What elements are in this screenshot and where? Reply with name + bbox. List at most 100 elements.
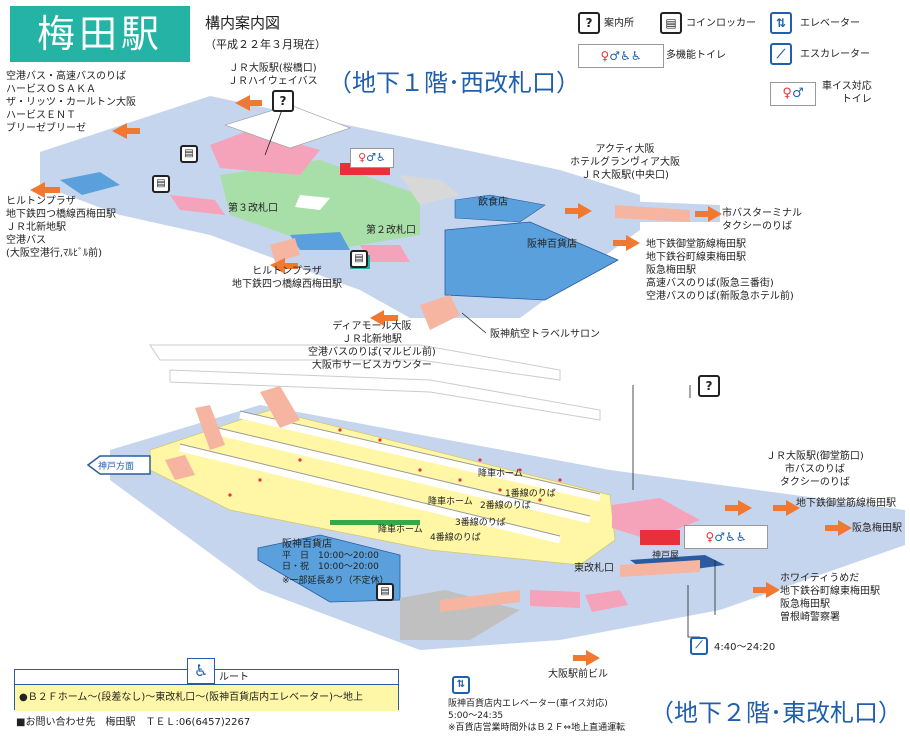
label-gate-3: 第３改札口 (228, 203, 278, 214)
b1-stairs-1 (270, 238, 300, 262)
label-track-3: 3番線のりば (455, 518, 506, 528)
station-title: 梅田駅 (10, 6, 190, 62)
label-hanshin-dept-b1: 阪神百貨店 (527, 239, 577, 250)
label-hanshin-dept-b2: 阪神百貨店 (282, 539, 332, 550)
legend-wheelchair-toilet-label: 車イス対応 トイレ (822, 81, 872, 105)
question-icon: ? (578, 12, 600, 34)
b1-white-block (224, 104, 351, 149)
label-b1-center-low: ヒルトンプラザ 地下鉄四つ橋線西梅田駅 (232, 266, 342, 290)
accessible-route-box: ♿ ルート ●Ｂ２Ｆホーム〜(段差なし)〜東改札口〜(阪神百貨店内エレベーター)… (14, 658, 399, 711)
b1-white-inner (295, 195, 330, 210)
label-b1-left-top: 空港バス・高速バスのりば ハービスＯＳＡＫＡ ザ・リッツ・カールトン大阪 ハービ… (6, 71, 136, 134)
label-platform-1: 降車ホーム (478, 469, 523, 479)
arrow-left-top (112, 123, 140, 139)
b2-shop-pink-2 (585, 590, 628, 612)
map-title: 構内案内図 (205, 14, 281, 32)
label-east-gate: 東改札口 (574, 563, 614, 574)
legend-info-label: 案内所 (604, 18, 634, 29)
label-b2-midosuji: 地下鉄御堂筋線梅田駅 (796, 498, 896, 509)
elevator-icon: ⇅ (770, 12, 792, 34)
label-track-1: 1番線のりば (505, 489, 556, 499)
label-elevator-note: 阪神百貨店内エレベーター(車イス対応) 5:00〜24:35 ※百貨店営業時間外… (448, 699, 626, 733)
label-kobe-direction: 神戸方面 (98, 462, 135, 472)
multifunction-toilet-icon: ♀♂♿♿ (578, 44, 664, 68)
legend-locker-label: コインロッカー (686, 18, 756, 29)
locker-icon: ▤ (376, 583, 394, 601)
b1-jr-shops (210, 130, 320, 175)
legend-multi-toilet-label: 多機能トイレ (666, 50, 726, 61)
b1-arrows (30, 95, 722, 326)
b2-track-edges (179, 410, 601, 537)
label-osaka-bldg: 大阪駅前ビル (548, 669, 608, 680)
b2-track-lines (179, 411, 601, 544)
b1-shop-pink-mid (360, 245, 410, 262)
label-b1-right-bus: 市バスターミナル タクシーのりば (722, 208, 802, 232)
b1-stairs-3 (615, 205, 690, 222)
b1-stairs-2 (420, 295, 460, 330)
b2-red-dots (228, 428, 562, 502)
b2-stairs-1 (195, 405, 225, 450)
b2-street-outline (149, 344, 561, 381)
b1-shop-pink-left (170, 195, 225, 215)
label-b2-hankyu: 阪急梅田駅 (852, 523, 902, 534)
arrow-b2-whity (753, 582, 780, 598)
arrow-b2-midosuji (773, 500, 800, 516)
b1-gray-block (400, 175, 460, 205)
arrow-right-top (565, 203, 592, 219)
wheelchair-icon: ♿ (187, 658, 215, 684)
b2-stairs (165, 386, 700, 612)
arrow-b2-osaka (573, 650, 600, 666)
wheelchair-toilet-icon: ♀♂ (770, 82, 816, 106)
route-header: ♿ ルート (15, 658, 398, 685)
b2-stairs-3 (165, 455, 195, 480)
b1-shop-blue-mid (290, 232, 350, 250)
label-escalator-hours: 4:40〜24:20 (714, 642, 776, 653)
label-b1-bottom: ディアモール大阪 ＪＲ北新地駅 空港バスのりば(マルビル前) 大阪市サービスカウ… (308, 321, 436, 371)
b1-food (454, 194, 546, 223)
arrow-b2-jr (725, 500, 752, 516)
label-track-2: 2番線のりば (480, 501, 531, 511)
legend-elevator-label: エレベーター (800, 18, 860, 29)
label-kobe-shop: 神戸屋 (652, 551, 680, 561)
b2-stairs-4 (620, 560, 700, 577)
route-description: ●Ｂ２Ｆホーム〜(段差なし)〜東改札口〜(阪神百貨店内エレベーター)〜地上 (15, 685, 398, 711)
b2-gate-pink (612, 498, 700, 540)
date-note: （平成２２年３月現在） (205, 38, 326, 51)
label-b2-right-top: ＪＲ大阪駅(御堂筋口) 市バスのりば タクシーのりば (766, 451, 864, 488)
arrow-jr-top (235, 95, 262, 111)
label-travel-salon: 阪神航空トラベルサロン (490, 329, 600, 340)
question-icon: ? (272, 90, 294, 112)
label-b1-right-mid: 地下鉄御堂筋線梅田駅 地下鉄谷町線東梅田駅 阪急梅田駅 高速バスのりば(阪急三番… (646, 239, 794, 302)
label-b1-right-top: アクティ大阪 ホテルグランヴィア大阪 ＪＲ大阪駅(中央口) (570, 144, 680, 181)
floor-label-b2: （地下２階･東改札口） (650, 699, 902, 727)
arrow-center-low (270, 258, 298, 274)
multifunction-toilet-icon: ♀♂♿♿ (684, 525, 768, 549)
question-icon: ? (698, 375, 720, 397)
label-b1-left-mid: ヒルトンプラザ 地下鉄四つ橋線西梅田駅 ＪＲ北新地駅 空港バス (大阪空港行,ﾏ… (6, 196, 116, 259)
label-gate-2: 第２改札口 (366, 225, 416, 236)
b2-street-outline-2 (169, 369, 601, 421)
label-jr-sakurabashi: ＪＲ大阪駅(桜橋口) ＪＲハイウェイバス (228, 63, 318, 87)
label-food: 飲食店 (478, 197, 508, 208)
b2-gate-red (640, 530, 680, 545)
arrow-bottom (370, 310, 398, 326)
wheelchair-toilet-icon: ♀♂♿ (350, 148, 394, 168)
b1-shop-left (60, 172, 120, 195)
label-platform-2: 降車ホーム (428, 497, 473, 507)
b2-arrows (573, 500, 852, 666)
locker-icon: ▤ (152, 175, 170, 193)
b1-dept (444, 221, 619, 301)
label-platform-3: 降車ホーム (378, 525, 423, 535)
label-b2-right-bottom: ホワイティうめだ 地下鉄谷町線東梅田駅 阪急梅田駅 曽根崎警察署 (780, 573, 880, 623)
locker-icon: ▤ (350, 250, 368, 268)
escalator-icon: ⟋ (770, 43, 792, 65)
locker-icon: ▤ (180, 145, 198, 163)
arrow-right-mid (613, 235, 640, 251)
legend-escalator-label: エスカレーター (800, 49, 870, 60)
label-dept-hours: 平 日 10:00〜20:00 日・祝 10:00〜20:00 (282, 551, 379, 572)
floor-label-b1: （地下１階･西改札口） (328, 69, 580, 97)
b2-shop-pink (530, 590, 580, 608)
locker-icon: ▤ (660, 12, 682, 34)
kobe-direction-arrow (86, 455, 151, 475)
